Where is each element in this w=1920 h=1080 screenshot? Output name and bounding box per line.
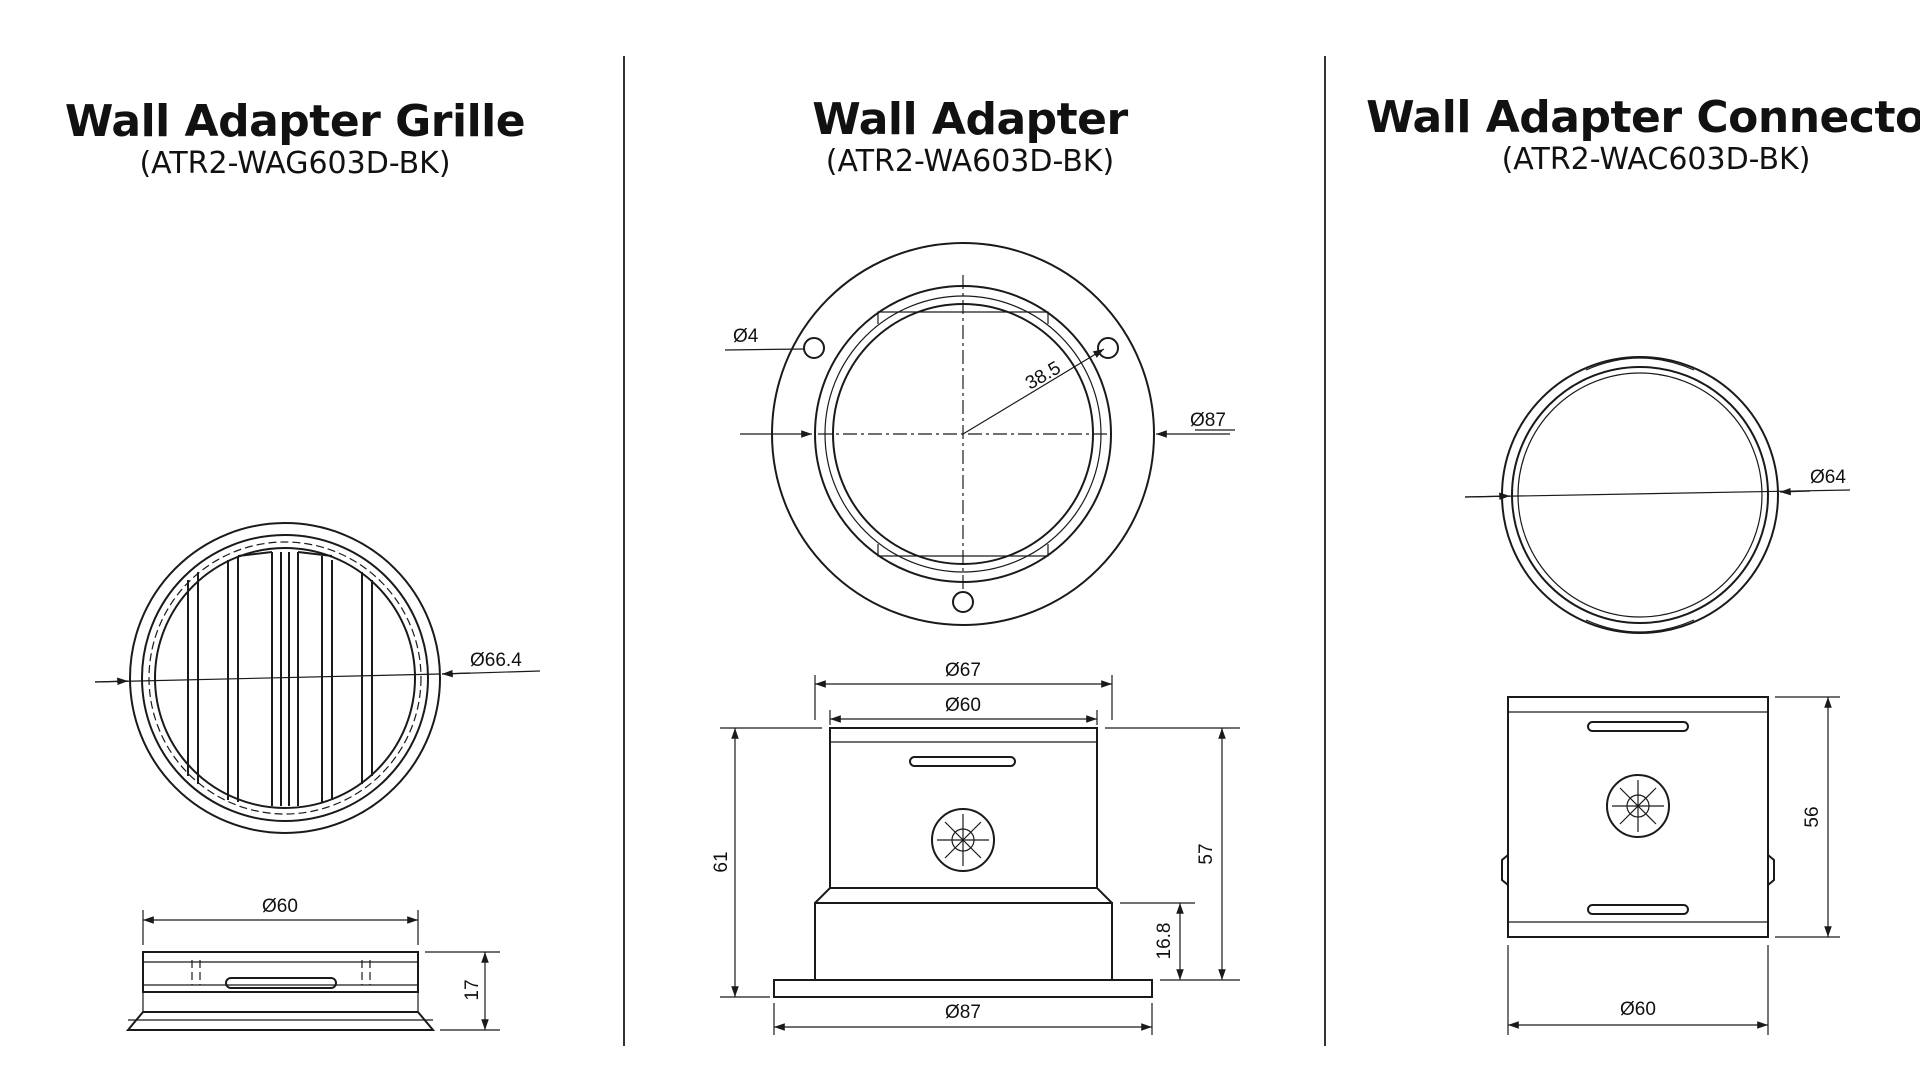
connector-side-view xyxy=(1501,696,1840,1035)
dim-adapter-top-inner: Ø60 xyxy=(945,695,981,716)
dim-adapter-base: Ø87 xyxy=(945,1002,981,1023)
dim-adapter-step-height: 16.8 xyxy=(1154,923,1175,960)
panel-title-adapter: Wall Adapter (ATR2-WA603D-BK) xyxy=(690,94,1250,180)
connector-front-view xyxy=(1464,356,1851,634)
dim-adapter-total-height: 61 xyxy=(711,851,732,872)
dim-connector-side: Ø60 xyxy=(1620,999,1656,1020)
dim-grille-front: Ø66.4 xyxy=(470,650,522,671)
code-adapter: (ATR2-WA603D-BK) xyxy=(825,144,1115,180)
code-grille: (ATR2-WAG603D-BK) xyxy=(139,146,451,182)
dim-adapter-body-height: 57 xyxy=(1196,843,1217,864)
dim-connector-height: 56 xyxy=(1802,806,1823,827)
dim-adapter-top-outer: Ø67 xyxy=(945,660,981,681)
dim-adapter-radius: 38.5 xyxy=(1022,358,1065,395)
dim-grille-side: Ø60 xyxy=(262,896,298,917)
divider-right xyxy=(1324,56,1326,1046)
adapter-front-view xyxy=(724,242,1235,626)
dim-adapter-hole: Ø4 xyxy=(733,326,759,347)
panel-title-grille: Wall Adapter Grille (ATR2-WAG603D-BK) xyxy=(15,96,575,182)
code-connector: (ATR2-WAC603D-BK) xyxy=(1501,142,1811,178)
grille-side-view xyxy=(125,910,500,1031)
dim-adapter-flange: Ø87 xyxy=(1190,410,1226,431)
dim-connector-front: Ø64 xyxy=(1810,467,1846,488)
grille-front-view xyxy=(94,522,541,834)
title-connector: Wall Adapter Connector xyxy=(1366,92,1920,143)
panel-title-connector: Wall Adapter Connector (ATR2-WAC603D-BK) xyxy=(1356,92,1920,178)
title-grille: Wall Adapter Grille xyxy=(64,96,526,147)
divider-left xyxy=(623,56,625,1046)
dim-grille-height: 17 xyxy=(462,979,483,1000)
title-adapter: Wall Adapter xyxy=(812,94,1128,145)
adapter-side-view xyxy=(720,675,1240,1035)
